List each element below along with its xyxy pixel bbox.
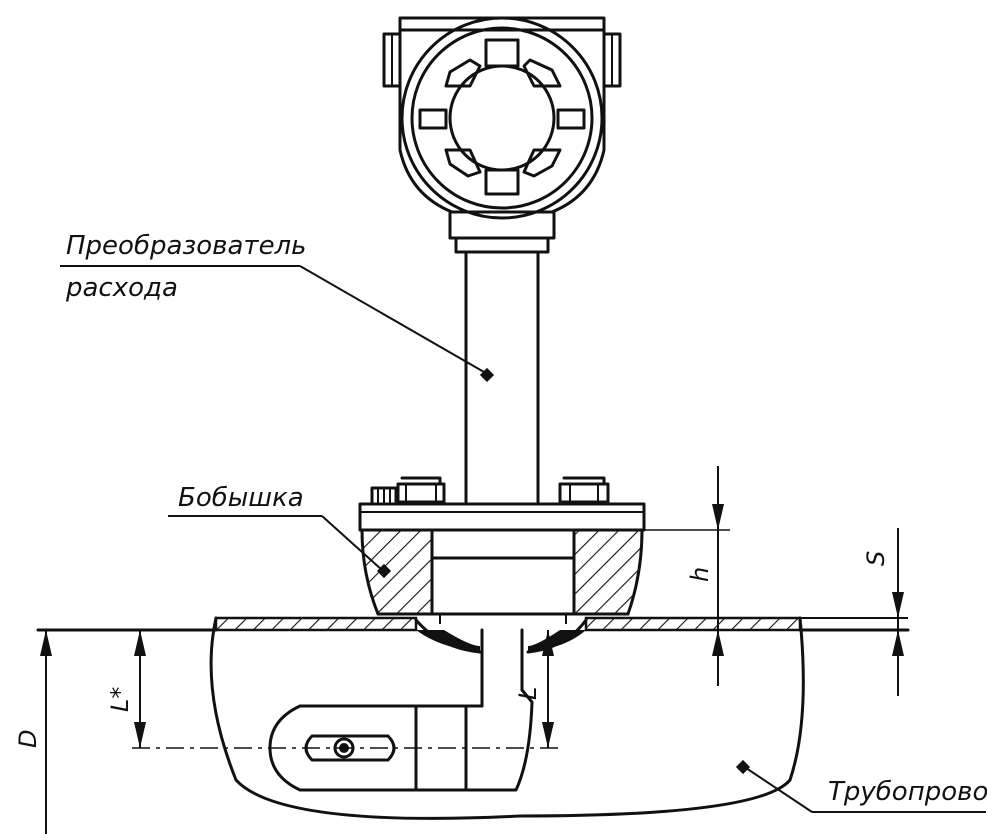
dim-label-h: h [686, 567, 714, 582]
flange-assembly [358, 476, 646, 532]
label-pipeline: Трубопровод [828, 777, 987, 807]
transmitter-head [382, 16, 622, 254]
dim-label-l-star: L* [106, 687, 134, 712]
dimension-lines [40, 466, 904, 834]
boss-body [360, 528, 644, 624]
label-boss: Бобышка [178, 483, 304, 513]
dim-label-d: D [14, 730, 42, 748]
dim-label-l: L [514, 687, 542, 700]
label-converter-line1: Преобразователь [66, 231, 307, 261]
dim-label-s: S [862, 551, 890, 566]
cover-slots [418, 38, 586, 196]
sensor-probe [132, 628, 751, 792]
leader-lines [60, 265, 986, 813]
label-converter-line2: расхода [65, 273, 178, 303]
transmitter-stem [464, 250, 540, 506]
pipeline-wall [36, 616, 910, 820]
